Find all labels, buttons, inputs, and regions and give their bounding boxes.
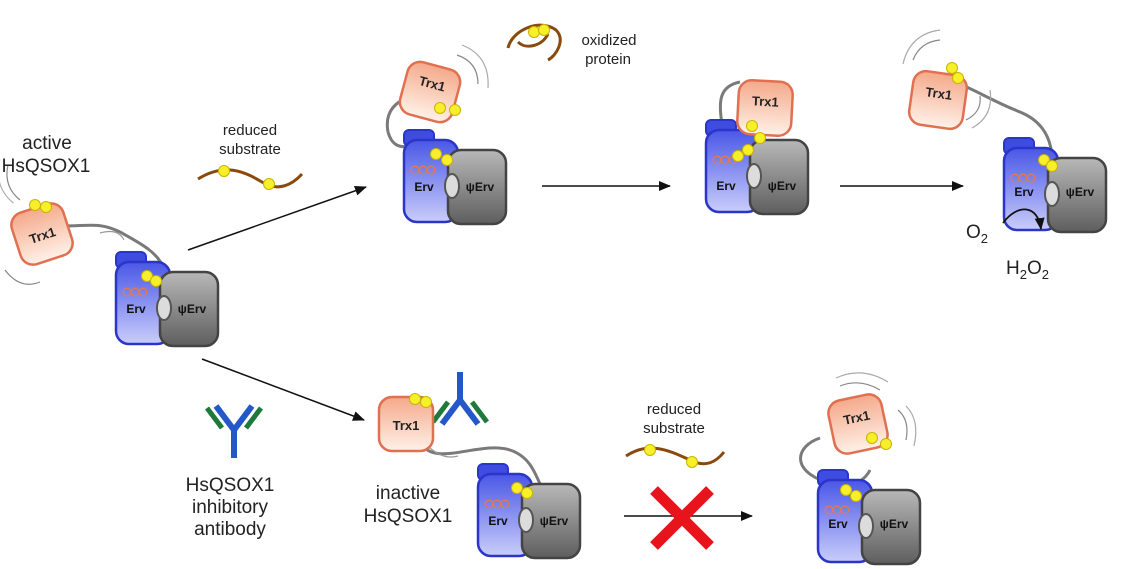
antibody-free (207, 406, 261, 458)
arrow-activation (187, 185, 367, 251)
antibody-bound (433, 372, 487, 424)
complex-trx-docked: Erv ψErv Trx1 (704, 78, 810, 216)
label-antibody-1: HsQSOX1 (185, 475, 275, 496)
o2-reduction-arrow (1002, 208, 1045, 230)
svg-text:Erv: Erv (1014, 185, 1034, 199)
svg-text:Trx1: Trx1 (393, 418, 420, 433)
label-hsqsox1-inactive: HsQSOX1 (363, 506, 453, 527)
erv-dimer: Erv ψErv (816, 468, 922, 566)
svg-text:Trx1: Trx1 (752, 93, 779, 109)
erv-dimer: Erv ψErv (402, 128, 508, 226)
label-antibody-2: inhibitory (191, 497, 269, 518)
oxidized-protein (506, 23, 562, 62)
label-reduced-top: reduced (222, 122, 278, 139)
trx1-domain: Trx1 (395, 57, 465, 127)
svg-text:Erv: Erv (828, 517, 848, 531)
label-reduced-bottom: reduced (646, 401, 702, 418)
erv-label: Erv (126, 302, 146, 316)
reaction-arrows (187, 181, 964, 521)
trx1-domain: Trx1 (735, 78, 795, 138)
trx1-domain: Trx1 (824, 390, 892, 458)
linker (61, 223, 166, 271)
label-h2o2: H2O2 (1006, 258, 1049, 282)
svg-text:Erv: Erv (488, 514, 508, 528)
arrow-inhibition (201, 358, 365, 421)
svg-text:ψErv: ψErv (540, 514, 569, 528)
erv-dimer: Erv ψErv (704, 118, 810, 216)
svg-text:Trx1: Trx1 (925, 84, 954, 103)
complex-inactive: Trx1 Erv ψErv (377, 393, 582, 560)
svg-text:Trx1: Trx1 (417, 73, 447, 94)
svg-text:ψErv: ψErv (768, 179, 797, 193)
reduced-substrate-bottom (625, 444, 726, 468)
trx1-domain: Trx1 (6, 198, 78, 270)
complex-inactive-unreacted: Trx1 Erv ψErv (799, 372, 922, 566)
label-hsqsox1-active: HsQSOX1 (1, 156, 91, 177)
psi-erv-label: ψErv (178, 302, 207, 316)
label-active: active (22, 133, 72, 154)
reduced-substrate-top (197, 165, 304, 190)
svg-text:ψErv: ψErv (1066, 185, 1095, 199)
trx1-domain: Trx1 (906, 68, 970, 132)
erv-dimer: Erv ψErv (476, 462, 582, 560)
label-o2: O2 (966, 222, 989, 246)
complex-oxygen-reduction: Trx1 Erv ψErv (902, 29, 1108, 234)
blocked-cross-icon (650, 486, 714, 550)
label-inactive: inactive (375, 483, 441, 504)
complex-active: Trx1 Erv ψErv (0, 160, 220, 348)
label-antibody-3: antibody (194, 519, 266, 540)
svg-text:ψErv: ψErv (466, 180, 495, 194)
complex-substrate-bound: Trx1 Erv ψErv (385, 44, 508, 226)
label-substrate-top: substrate (219, 141, 281, 158)
svg-text:ψErv: ψErv (880, 517, 909, 531)
label-substrate-bottom: substrate (643, 420, 705, 437)
svg-text:Trx1: Trx1 (842, 408, 871, 428)
svg-text:Erv: Erv (716, 179, 736, 193)
erv-dimer: Erv ψErv (114, 250, 220, 348)
label-protein: protein (585, 51, 631, 68)
label-oxidized: oxidized (581, 32, 637, 49)
erv-dimer: Erv ψErv (1002, 136, 1108, 234)
trx1-domain: Trx1 (377, 395, 435, 453)
svg-text:Erv: Erv (414, 180, 434, 194)
